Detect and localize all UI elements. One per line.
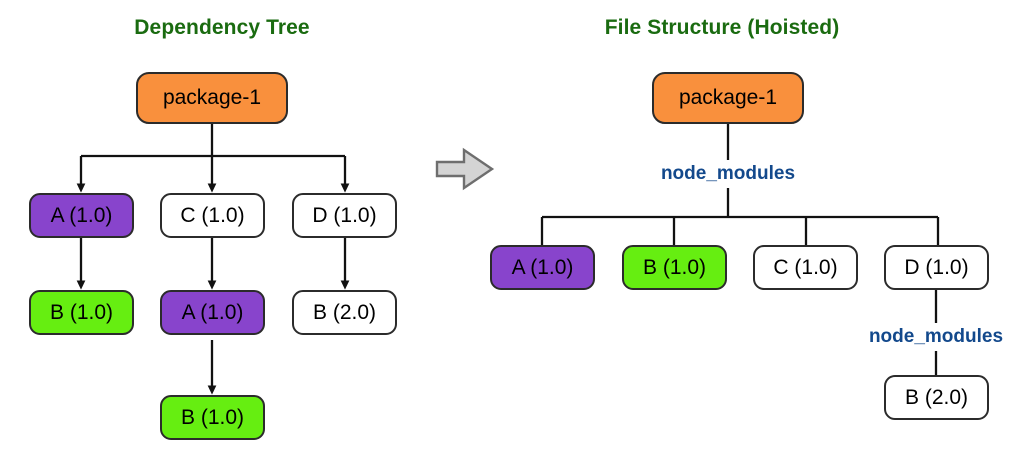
right-node-c-1-0[interactable]: C (1.0) bbox=[753, 245, 858, 290]
right-arrow-icon bbox=[435, 147, 495, 191]
left-panel-title: Dependency Tree bbox=[134, 16, 310, 39]
left-node-d-1-0[interactable]: D (1.0) bbox=[292, 193, 397, 238]
right-node-a-1-0[interactable]: A (1.0) bbox=[490, 245, 595, 290]
right-node-package-1[interactable]: package-1 bbox=[652, 72, 804, 124]
left-node-b-1-0-deep[interactable]: B (1.0) bbox=[160, 395, 265, 440]
left-node-b-2-0-under-d[interactable]: B (2.0) bbox=[292, 290, 397, 335]
right-node-d-1-0[interactable]: D (1.0) bbox=[884, 245, 989, 290]
left-node-a-1-0[interactable]: A (1.0) bbox=[29, 193, 134, 238]
right-node-b-1-0[interactable]: B (1.0) bbox=[622, 245, 727, 290]
right-node-modules-nested-label[interactable]: node_modules bbox=[868, 326, 1004, 347]
right-node-b-2-0[interactable]: B (2.0) bbox=[884, 375, 989, 420]
right-panel-title: File Structure (Hoisted) bbox=[604, 16, 840, 39]
left-node-c-1-0[interactable]: C (1.0) bbox=[160, 193, 265, 238]
left-node-package-1[interactable]: package-1 bbox=[136, 72, 288, 124]
right-node-modules-top-label[interactable]: node_modules bbox=[660, 163, 796, 184]
left-node-a-1-0-under-c[interactable]: A (1.0) bbox=[160, 290, 265, 335]
left-node-b-1-0-under-a[interactable]: B (1.0) bbox=[29, 290, 134, 335]
